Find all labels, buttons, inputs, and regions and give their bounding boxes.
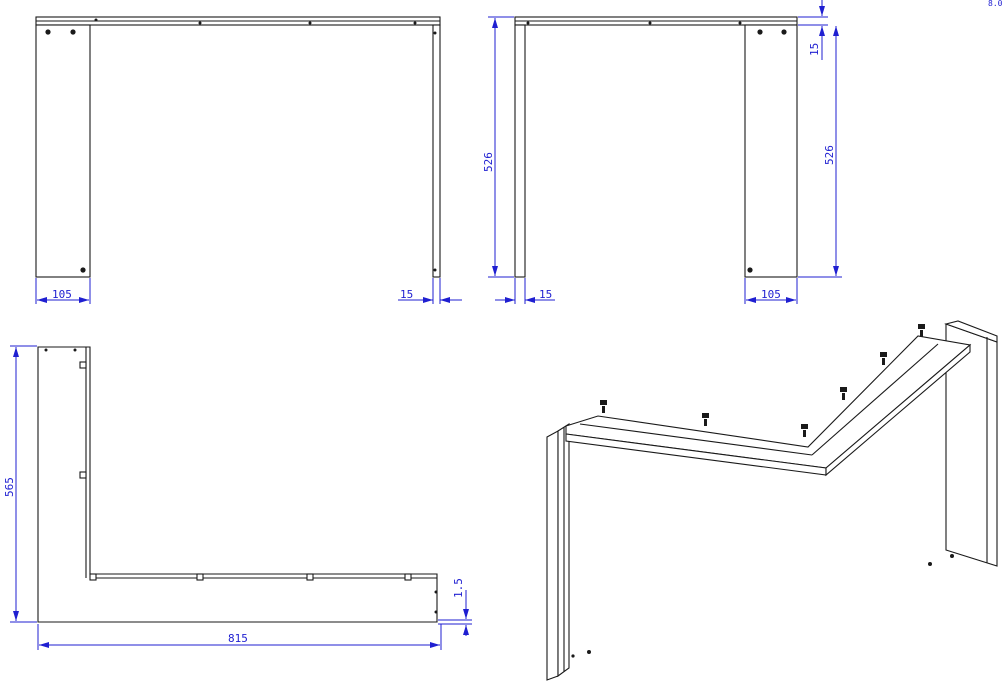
dim-side-edge-thickness: 15 [539, 288, 552, 301]
corner-text: 8.0 [988, 0, 1003, 8]
dim-top-thickness: 1.5 [452, 578, 465, 598]
dim-top-depth: 565 [3, 477, 16, 497]
top-view [37, 346, 438, 623]
dim-side-leg-width: 105 [761, 288, 781, 301]
isometric-view [546, 320, 998, 681]
front-dimensions: 105 15 [35, 278, 462, 304]
side-dimensions: 526 15 105 15 526 [482, 0, 842, 304]
top-dimensions: 565 815 1.5 [3, 345, 472, 650]
side-view [514, 16, 798, 278]
dim-top-width: 815 [228, 632, 248, 645]
dim-side-height: 526 [482, 152, 495, 172]
dim-front-edge-thickness: 15 [400, 288, 413, 301]
dim-side-top-thickness: 15 [808, 43, 821, 56]
dim-side-height-right: 526 [823, 145, 836, 165]
dim-front-leg-width: 105 [52, 288, 72, 301]
front-view [35, 16, 441, 278]
